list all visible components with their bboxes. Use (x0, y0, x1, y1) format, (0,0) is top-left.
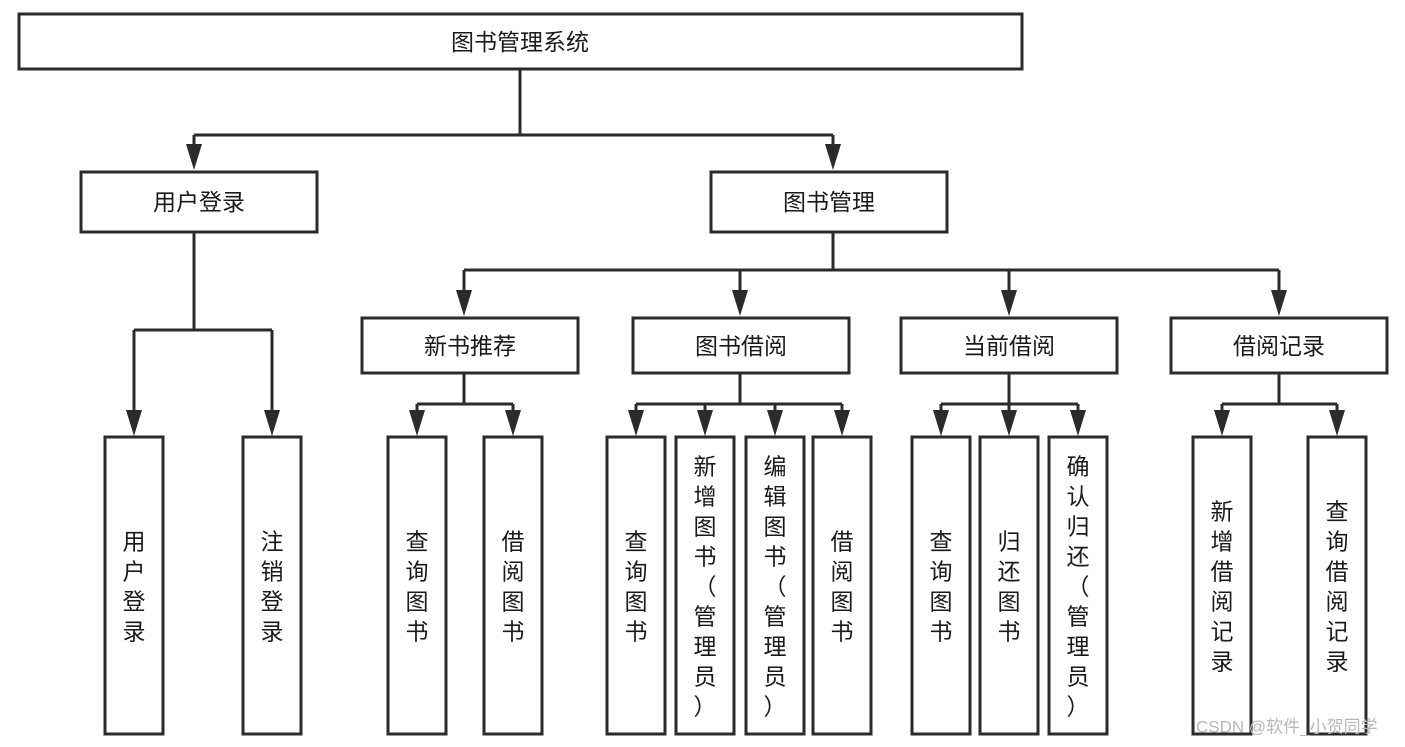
arrow-bookborrow-child-2 (697, 410, 713, 436)
connector-group-new-book (409, 374, 521, 436)
node-leaf-current-borrow-2[interactable]: 归还图书 (978, 435, 1040, 736)
node-new-book-recommend[interactable]: 新书推荐 (360, 316, 580, 375)
connector-group-book-borrow (628, 374, 850, 436)
arrow-root-to-user-login (186, 144, 202, 170)
node-leaf-user-login-2-box[interactable] (241, 435, 303, 736)
node-leaf-borrow-record-2-label: 查询借阅记录 (1326, 499, 1349, 675)
node-book-manage-label: 图书管理 (783, 189, 875, 215)
arrow-bookmanage-child-3 (1001, 290, 1017, 316)
node-leaf-borrow-record-1-box[interactable] (1191, 435, 1253, 736)
node-leaf-book-borrow-1[interactable]: 查询图书 (605, 435, 667, 736)
node-leaf-user-login-1[interactable]: 用户登录 (103, 435, 165, 736)
arrow-bookborrow-child-1 (628, 410, 644, 436)
node-book-borrow-label: 图书借阅 (695, 333, 787, 359)
node-root-system-box[interactable] (17, 12, 1024, 71)
node-leaf-book-borrow-4-label: 借阅图书 (831, 529, 854, 645)
arrow-bookmanage-child-2 (732, 290, 748, 316)
node-leaf-book-borrow-2-box[interactable] (674, 435, 736, 736)
node-current-borrow-box[interactable] (899, 316, 1119, 375)
node-leaf-book-borrow-3-label: 编辑图书（管理员） (764, 454, 787, 720)
node-leaf-current-borrow-2-label: 归还图书 (998, 529, 1021, 645)
node-leaf-borrow-record-2[interactable]: 查询借阅记录 (1306, 435, 1368, 736)
node-leaf-current-borrow-3-label: 确认归还（管理员） (1067, 454, 1090, 720)
node-leaf-new-book-2-label: 借阅图书 (502, 529, 525, 645)
arrow-bookmanage-child-1 (456, 290, 472, 316)
node-leaf-new-book-1-label: 查询图书 (406, 529, 429, 645)
arrow-borrowrecord-child-1 (1214, 410, 1230, 436)
node-leaf-new-book-1-box[interactable] (386, 435, 448, 736)
connector-group-root (186, 69, 841, 170)
node-current-borrow-label: 当前借阅 (963, 333, 1055, 359)
node-leaf-user-login-1-box[interactable] (103, 435, 165, 736)
arrow-bookborrow-child-3 (767, 410, 783, 436)
node-leaf-user-login-2[interactable]: 注销登录 (241, 435, 303, 736)
connector-group-borrow-record (1214, 374, 1345, 436)
watermark-label: CSDN @软件_小贺同学 (1196, 718, 1378, 737)
node-user-login[interactable]: 用户登录 (79, 170, 319, 234)
node-leaf-new-book-1[interactable]: 查询图书 (386, 435, 448, 736)
arrow-userlogin-child-2 (264, 410, 280, 436)
node-new-book-recommend-label: 新书推荐 (424, 333, 516, 359)
arrow-currentborrow-child-1 (933, 410, 949, 436)
node-leaf-user-login-2-label: 注销登录 (261, 529, 284, 645)
arrow-bookmanage-child-4 (1271, 290, 1287, 316)
node-borrow-record[interactable]: 借阅记录 (1169, 316, 1389, 375)
node-leaf-borrow-record-2-box[interactable] (1306, 435, 1368, 736)
node-leaf-book-borrow-3-box[interactable] (744, 435, 806, 736)
node-root-system-label: 图书管理系统 (451, 29, 589, 55)
node-leaf-book-borrow-2-label: 新增图书（管理员） (694, 454, 717, 720)
node-leaf-book-borrow-2[interactable]: 新增图书（管理员） (674, 435, 736, 736)
node-user-login-box[interactable] (79, 170, 319, 234)
node-current-borrow[interactable]: 当前借阅 (899, 316, 1119, 375)
connector-group-user-login (126, 233, 280, 436)
node-leaf-user-login-1-label: 用户登录 (123, 529, 146, 645)
node-leaf-current-borrow-1-label: 查询图书 (930, 529, 953, 645)
node-leaf-book-borrow-4-box[interactable] (811, 435, 873, 736)
arrow-newbook-child-2 (505, 410, 521, 436)
arrow-bookborrow-child-4 (834, 410, 850, 436)
node-leaf-current-borrow-3-box[interactable] (1047, 435, 1109, 736)
node-leaf-book-borrow-1-label: 查询图书 (625, 529, 648, 645)
node-leaf-book-borrow-1-box[interactable] (605, 435, 667, 736)
arrow-root-to-book-manage (825, 144, 841, 170)
node-book-borrow[interactable]: 图书借阅 (631, 316, 851, 375)
arrow-currentborrow-child-3 (1070, 410, 1086, 436)
node-leaf-book-borrow-3[interactable]: 编辑图书（管理员） (744, 435, 806, 736)
node-borrow-record-box[interactable] (1169, 316, 1389, 375)
node-leaf-current-borrow-1-box[interactable] (910, 435, 972, 736)
node-borrow-record-label: 借阅记录 (1233, 333, 1325, 359)
node-leaf-new-book-2-box[interactable] (482, 435, 544, 736)
node-leaf-current-borrow-2-box[interactable] (978, 435, 1040, 736)
node-root-system[interactable]: 图书管理系统 (17, 12, 1024, 71)
connector-group-current-borrow (933, 374, 1086, 436)
arrow-userlogin-child-1 (126, 410, 142, 436)
node-leaf-new-book-2[interactable]: 借阅图书 (482, 435, 544, 736)
node-leaf-book-borrow-4[interactable]: 借阅图书 (811, 435, 873, 736)
node-leaf-borrow-record-1-label: 新增借阅记录 (1211, 499, 1234, 675)
arrow-currentborrow-child-2 (1001, 410, 1017, 436)
arrow-newbook-child-1 (409, 410, 425, 436)
node-book-manage-box[interactable] (709, 170, 949, 234)
node-user-login-label: 用户登录 (153, 189, 245, 215)
arrow-borrowrecord-child-2 (1329, 410, 1345, 436)
node-leaf-current-borrow-3[interactable]: 确认归还（管理员） (1047, 435, 1109, 736)
connector-group-book-manage (456, 233, 1287, 316)
node-leaf-current-borrow-1[interactable]: 查询图书 (910, 435, 972, 736)
node-book-borrow-box[interactable] (631, 316, 851, 375)
node-leaf-borrow-record-1[interactable]: 新增借阅记录 (1191, 435, 1253, 736)
node-new-book-recommend-box[interactable] (360, 316, 580, 375)
node-book-manage[interactable]: 图书管理 (709, 170, 949, 234)
